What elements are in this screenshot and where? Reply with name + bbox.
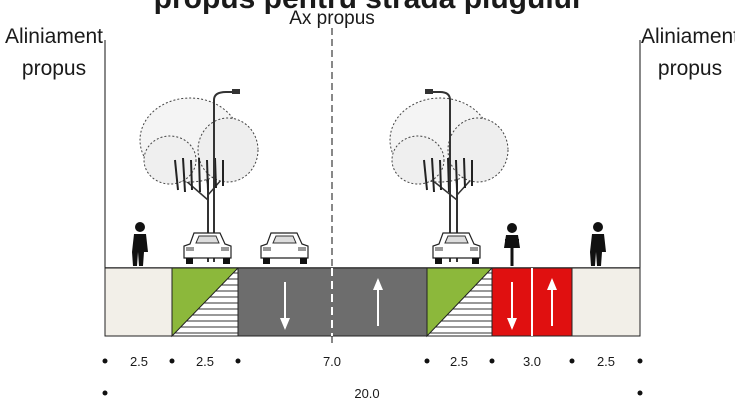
direction-arrow-icon [373, 278, 383, 326]
direction-arrow-icon [507, 282, 517, 330]
dimension-sidewalk-left: 2.5 [130, 354, 148, 369]
green-strip-left [171, 267, 240, 338]
dimension-bike-lane: 3.0 [523, 354, 541, 369]
diagram-title: propus pentru strada plugului [154, 0, 581, 15]
alignment-right-line1: Aliniament [641, 25, 735, 48]
pedestrian-icon [132, 222, 148, 266]
alignment-left-line2: propus [22, 57, 86, 80]
direction-arrow-icon [547, 278, 557, 326]
axis-label: Ax propus [289, 8, 375, 29]
sidewalk-right [571, 267, 641, 337]
dimension-carriageway: 7.0 [323, 354, 341, 369]
dimension-markers [102, 358, 643, 396]
alignment-left-line1: Aliniament [5, 25, 103, 48]
dimension-sidewalk-right: 2.5 [597, 354, 615, 369]
alignment-label-right: Aliniament propus [641, 25, 735, 80]
pedestrian-icon [590, 222, 606, 266]
car-icon [432, 232, 481, 264]
alignment-label-left: Aliniament propus [5, 25, 103, 80]
sidewalk-left [104, 267, 173, 337]
car-icon [183, 232, 232, 264]
tree-icon [389, 97, 509, 262]
alignment-right-line2: propus [658, 57, 722, 80]
green-strip-right [426, 267, 494, 338]
dimension-green-left: 2.5 [196, 354, 214, 369]
cyclist-icon [504, 223, 520, 266]
car-icon [260, 232, 309, 264]
direction-arrow-icon [280, 282, 290, 330]
cross-section [104, 267, 641, 338]
dimension-total: 20.0 [354, 386, 379, 400]
dimension-green-right: 2.5 [450, 354, 468, 369]
